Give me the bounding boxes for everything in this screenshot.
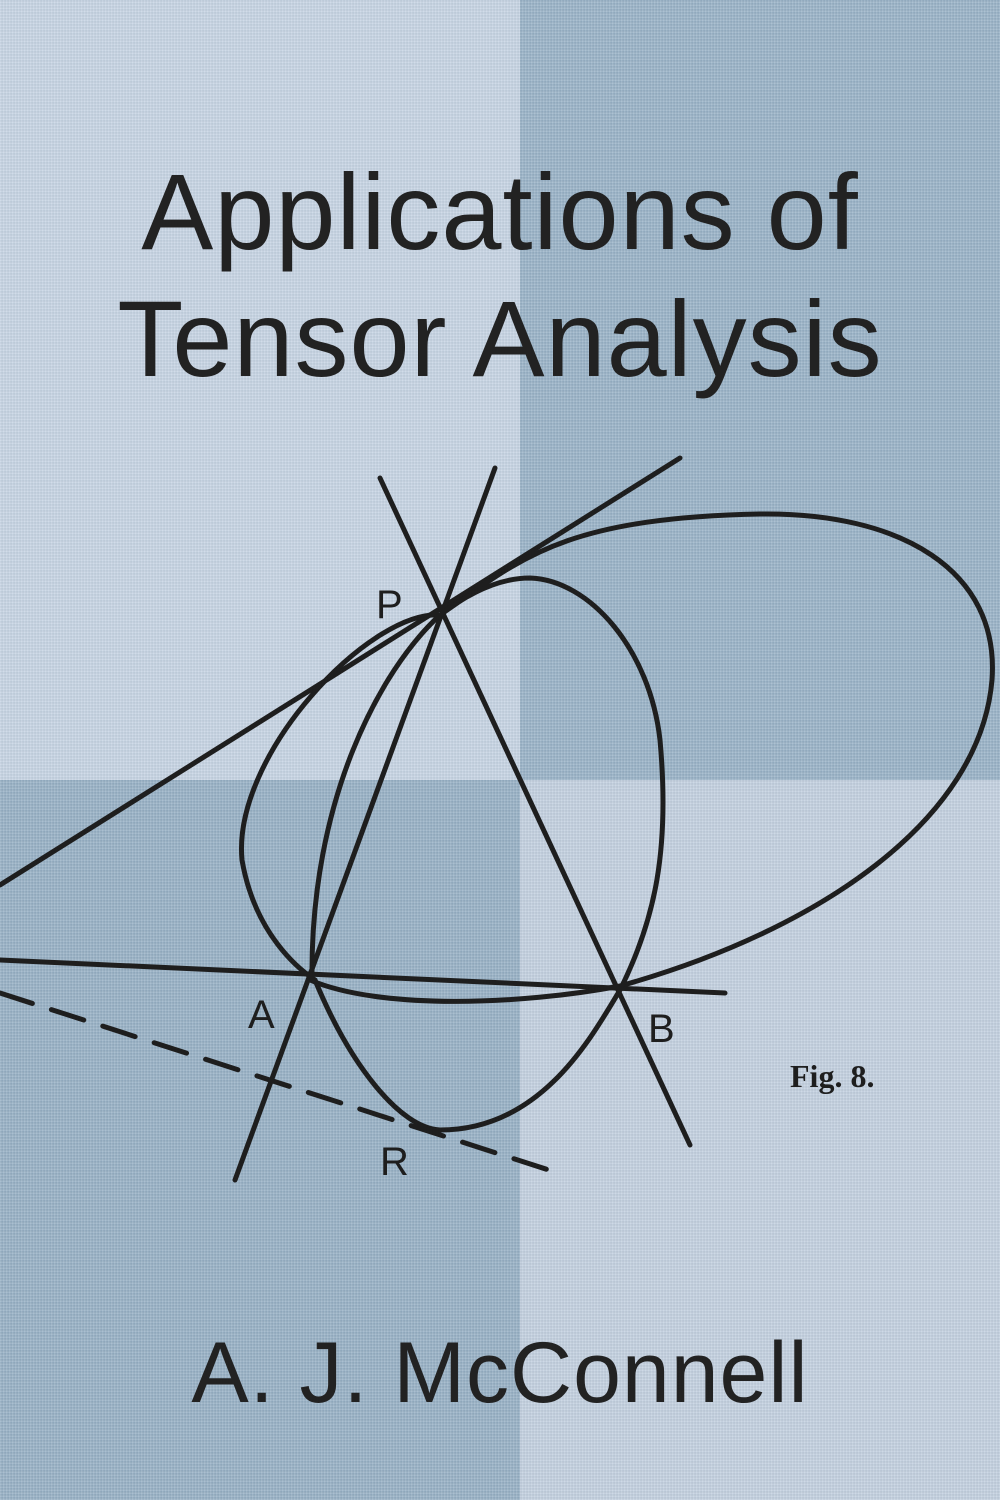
line-p-a [232, 465, 498, 1183]
figure-caption: Fig. 8. [790, 1058, 874, 1094]
point-label-r: R [380, 1140, 409, 1184]
point-label-p: P [376, 583, 403, 627]
title-line-1: Applications of [141, 151, 859, 272]
author-name: A. J. McConnell [191, 1325, 809, 1421]
point-label-a: A [248, 993, 275, 1037]
title-line-2: Tensor Analysis [117, 278, 883, 399]
dark-panel-bottom-left [0, 780, 520, 1500]
light-panel-bottom-right [520, 780, 1000, 1500]
light-panel-top-left [0, 0, 520, 780]
large-oval [307, 511, 995, 1004]
dashed-line [0, 990, 558, 1175]
tangent-line [0, 455, 683, 888]
curve-p-a [309, 612, 443, 983]
point-label-b: B [648, 1007, 675, 1051]
line-p-b [377, 475, 693, 1148]
inner-oval [239, 575, 666, 1133]
dark-panel-top-right [520, 0, 1000, 780]
